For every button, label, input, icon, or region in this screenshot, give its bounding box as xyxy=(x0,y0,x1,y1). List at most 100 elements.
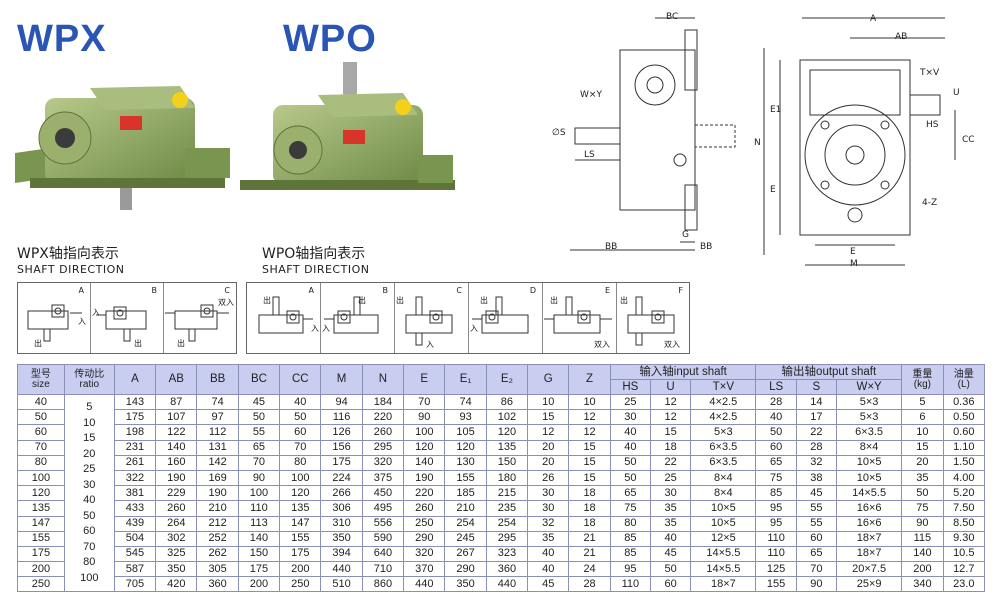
table-cell: 150 xyxy=(485,454,529,471)
direction-letter: C xyxy=(224,286,230,295)
table-cell: 32 xyxy=(527,515,570,532)
table-cell: 495 xyxy=(361,500,405,517)
dual-in-label: 双入 xyxy=(594,340,610,349)
table-cell: 24 xyxy=(568,561,611,578)
in-label: 入 xyxy=(92,308,100,317)
table-cell: 267 xyxy=(444,545,487,563)
wpo-caption-cn: WPO轴指向表示 xyxy=(262,246,366,262)
table-cell: 220 xyxy=(403,485,446,502)
table-cell: 175 xyxy=(113,409,157,426)
table-cell: 8.50 xyxy=(942,515,986,532)
gearbox-direction-icon xyxy=(258,296,313,334)
table-cell: 120 xyxy=(279,485,322,502)
table-cell: 86 xyxy=(485,393,529,411)
table-cell: 28 xyxy=(795,439,837,456)
table-cell: 510 xyxy=(320,576,363,593)
direction-letter: F xyxy=(678,286,683,295)
header-u: U xyxy=(649,379,692,395)
table-cell: 25 xyxy=(649,469,692,487)
table-cell: 0.50 xyxy=(942,409,986,426)
table-cell: 200 xyxy=(237,576,281,593)
table-cell: 50 xyxy=(649,561,692,578)
table-cell: 65 xyxy=(609,485,651,502)
table-cell: 38 xyxy=(795,469,837,487)
table-cell: 175 xyxy=(279,545,322,563)
table-cell: 40 xyxy=(279,393,322,411)
table-cell: 65 xyxy=(755,454,797,471)
table-cell: 17 xyxy=(795,409,837,426)
table-cell: 100 xyxy=(403,424,446,441)
table-cell: 440 xyxy=(320,561,363,578)
table-cell: 260 xyxy=(361,424,405,441)
table-cell: 8×4 xyxy=(835,439,903,456)
table-cell: 290 xyxy=(444,561,487,578)
table-cell: 120 xyxy=(485,424,529,441)
ratio-value: 10 xyxy=(83,416,96,429)
table-cell: 295 xyxy=(485,530,529,547)
table-cell: 1.50 xyxy=(942,454,986,471)
table-cell: 4.00 xyxy=(942,469,986,487)
table-cell: 245 xyxy=(444,530,487,547)
table-cell: 90 xyxy=(901,515,944,532)
header-hs: HS xyxy=(609,379,651,395)
table-cell: 20 xyxy=(527,454,570,471)
table-cell: 140 xyxy=(237,530,281,547)
table-cell: 107 xyxy=(155,409,198,426)
table-cell: 135 xyxy=(279,500,322,517)
out-label: 出 xyxy=(134,339,142,348)
table-cell: 22 xyxy=(795,424,837,441)
table-cell: 85 xyxy=(755,485,797,502)
label-bb: BB xyxy=(605,242,618,252)
direction-letter: B xyxy=(151,286,158,295)
table-cell: 229 xyxy=(155,485,198,502)
table-cell: 90 xyxy=(403,409,446,426)
table-cell: 504 xyxy=(113,530,157,547)
table-cell: 142 xyxy=(196,454,239,471)
table-cell: 16×6 xyxy=(835,500,903,517)
table-cell: 110 xyxy=(237,500,281,517)
table-cell: 5×3 xyxy=(835,393,903,411)
table-cell: 264 xyxy=(155,515,198,532)
table-cell: 22 xyxy=(649,454,692,471)
table-cell: 30 xyxy=(527,500,570,517)
wpx-direction-a: A 入 出 xyxy=(18,283,91,353)
table-cell: 320 xyxy=(403,545,446,563)
table-cell: 210 xyxy=(444,500,487,517)
table-cell: 70 xyxy=(795,561,837,578)
table-cell: 306 xyxy=(320,500,363,517)
table-cell: 175 xyxy=(237,561,281,578)
table-cell: 113 xyxy=(237,515,281,532)
in-label: 入 xyxy=(311,324,319,333)
table-cell: 147 xyxy=(279,515,322,532)
table-cell: 12 xyxy=(527,424,570,441)
table-cell: 360 xyxy=(196,576,239,593)
table-cell: 200 xyxy=(279,561,322,578)
table-cell: 440 xyxy=(403,576,446,593)
table-cell: 45 xyxy=(527,576,570,593)
wpo-direction-f: F 出 双入 xyxy=(616,283,689,353)
table-cell: 0.60 xyxy=(942,424,986,441)
table-cell: 231 xyxy=(113,439,157,456)
wpo-direction-a: A 出 入 xyxy=(247,283,321,353)
table-cell: 75 xyxy=(609,500,651,517)
table-cell: 12 xyxy=(649,393,692,411)
direction-letter: D xyxy=(529,286,536,295)
table-cell: 140 xyxy=(155,439,198,456)
table-cell: 266 xyxy=(320,485,363,502)
table-cell: 40 xyxy=(527,545,570,563)
table-cell: 18 xyxy=(568,485,611,502)
table-cell: 65 xyxy=(237,439,281,456)
table-cell: 110 xyxy=(755,545,797,563)
table-cell: 250 xyxy=(17,576,65,593)
label-bb-2: BB xyxy=(700,242,713,252)
table-cell: 115 xyxy=(901,530,944,547)
table-cell: 15 xyxy=(901,439,944,456)
table-cell: 74 xyxy=(444,393,487,411)
table-cell: 131 xyxy=(196,439,239,456)
table-cell: 10×5 xyxy=(835,469,903,487)
header-cc: CC xyxy=(279,364,322,395)
wpo-direction-d: D 出 入 xyxy=(468,283,543,353)
